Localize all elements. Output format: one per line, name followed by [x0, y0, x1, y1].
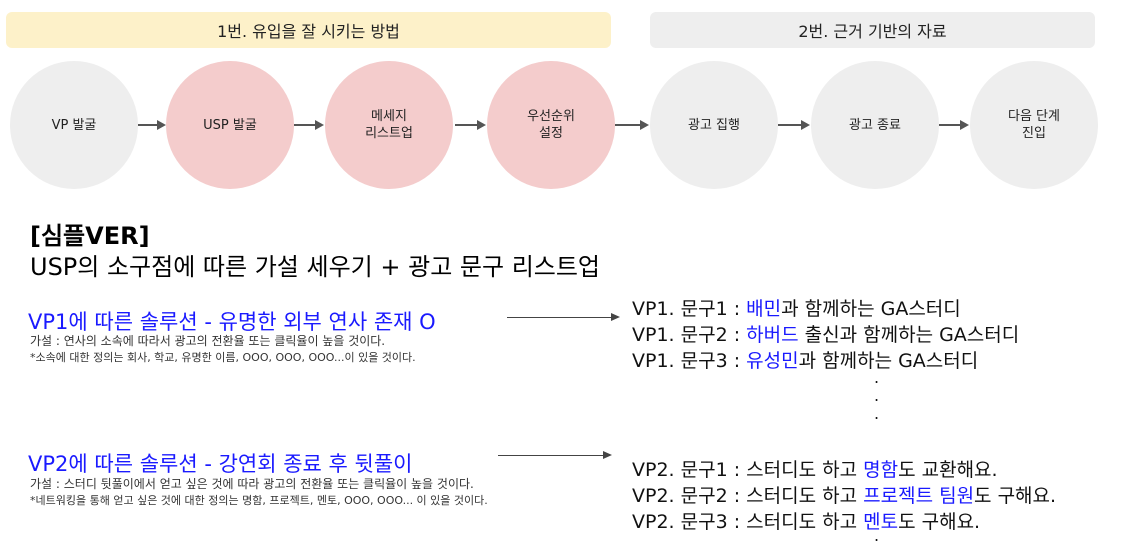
section-title: [심플VER]	[30, 222, 150, 250]
vp1-copy-2: VP1. 문구2 : 하버드 출신과 함께하는 GA스터디	[632, 320, 1019, 347]
banner-inflow-text: 1번. 유입을 잘 시키는 방법	[217, 22, 400, 41]
vp2-ellipsis-dot: .	[874, 526, 880, 545]
step-usp-discovery: USP 발굴	[166, 61, 294, 189]
copy-prefix: VP1. 문구2 :	[632, 324, 747, 346]
step-label: 다음 단계 진입	[1008, 109, 1060, 141]
copy-prefix: VP2. 문구1 : 스터디도 하고	[632, 459, 864, 481]
vp2-copy-2: VP2. 문구2 : 스터디도 하고 프로젝트 팀원도 구해요.	[632, 481, 1056, 508]
step-label: 메세지 리스트업	[365, 109, 413, 141]
vp2-copy-3: VP2. 문구3 : 스터디도 하고 멘토도 구해요.	[632, 507, 980, 534]
banner-evidence: 2번. 근거 기반의 자료	[650, 12, 1095, 48]
copy-suffix: 출신과 함께하는 GA스터디	[798, 324, 1020, 346]
vp1-ellipsis-dot: .	[874, 386, 880, 405]
copy-prefix: VP1. 문구1 :	[632, 298, 747, 320]
vp1-copy-3: VP1. 문구3 : 유성민과 함께하는 GA스터디	[632, 346, 978, 373]
step-message-listup: 메세지 리스트업	[325, 61, 453, 189]
step-label: VP 발굴	[51, 117, 97, 133]
copy-prefix: VP1. 문구3 :	[632, 350, 747, 372]
copy-suffix: 과 함께하는 GA스터디	[781, 298, 961, 320]
vp2-note: *네트워킹을 통해 얻고 싶은 것에 대한 정의는 명함, 프로젝트, 멘토, …	[30, 494, 488, 507]
copy-highlight: 멘토	[863, 511, 899, 533]
copy-highlight: 명함	[863, 459, 899, 481]
section-subtitle: USP의 소구점에 따른 가설 세우기 + 광고 문구 리스트업	[30, 253, 601, 281]
vp1-ellipsis-dot: .	[874, 368, 880, 387]
step-ad-run: 광고 집행	[650, 61, 778, 189]
step-next-stage: 다음 단계 진입	[970, 61, 1098, 189]
copy-highlight: 하버드	[746, 324, 799, 346]
copy-highlight: 프로젝트 팀원	[863, 485, 975, 507]
copy-highlight: 배민	[746, 298, 782, 320]
step-priority: 우선순위 설정	[487, 61, 615, 189]
copy-highlight: 유성민	[746, 350, 799, 372]
vp2-title: VP2에 따른 솔루션 - 강연회 종료 후 뒷풀이	[28, 452, 413, 476]
banner-evidence-text: 2번. 근거 기반의 자료	[798, 22, 947, 41]
vp1-ellipsis-dot: .	[874, 404, 880, 423]
copy-suffix: 도 구해요.	[974, 485, 1057, 507]
copy-suffix: 도 구해요.	[898, 511, 981, 533]
vp1-hypothesis: 가설 : 연사의 소속에 따라서 광고의 전환율 또는 클릭율이 높을 것이다.	[30, 334, 386, 348]
copy-prefix: VP2. 문구3 : 스터디도 하고	[632, 511, 864, 533]
step-label: USP 발굴	[203, 117, 257, 133]
step-label: 광고 종료	[849, 117, 901, 133]
step-label: 우선순위 설정	[527, 109, 575, 141]
step-label: 광고 집행	[688, 117, 740, 133]
copy-prefix: VP2. 문구2 : 스터디도 하고	[632, 485, 864, 507]
vp1-title: VP1에 따른 솔루션 - 유명한 외부 연사 존재 O	[28, 310, 436, 334]
copy-suffix: 과 함께하는 GA스터디	[798, 350, 979, 372]
copy-suffix: 도 교환해요.	[898, 459, 998, 481]
vp2-copy-1: VP2. 문구1 : 스터디도 하고 명함도 교환해요.	[632, 455, 998, 482]
vp2-hypothesis: 가설 : 스터디 뒷풀이에서 얻고 싶은 것에 따라 광고의 전환율 또는 클릭…	[30, 477, 474, 491]
vp1-note: *소속에 대한 정의는 회사, 학교, 유명한 이름, OOO, OOO, OO…	[30, 351, 416, 364]
banner-inflow: 1번. 유입을 잘 시키는 방법	[6, 12, 611, 48]
step-ad-end: 광고 종료	[811, 61, 939, 189]
step-vp-discovery: VP 발굴	[10, 61, 138, 189]
vp1-copy-1: VP1. 문구1 : 배민과 함께하는 GA스터디	[632, 294, 961, 321]
